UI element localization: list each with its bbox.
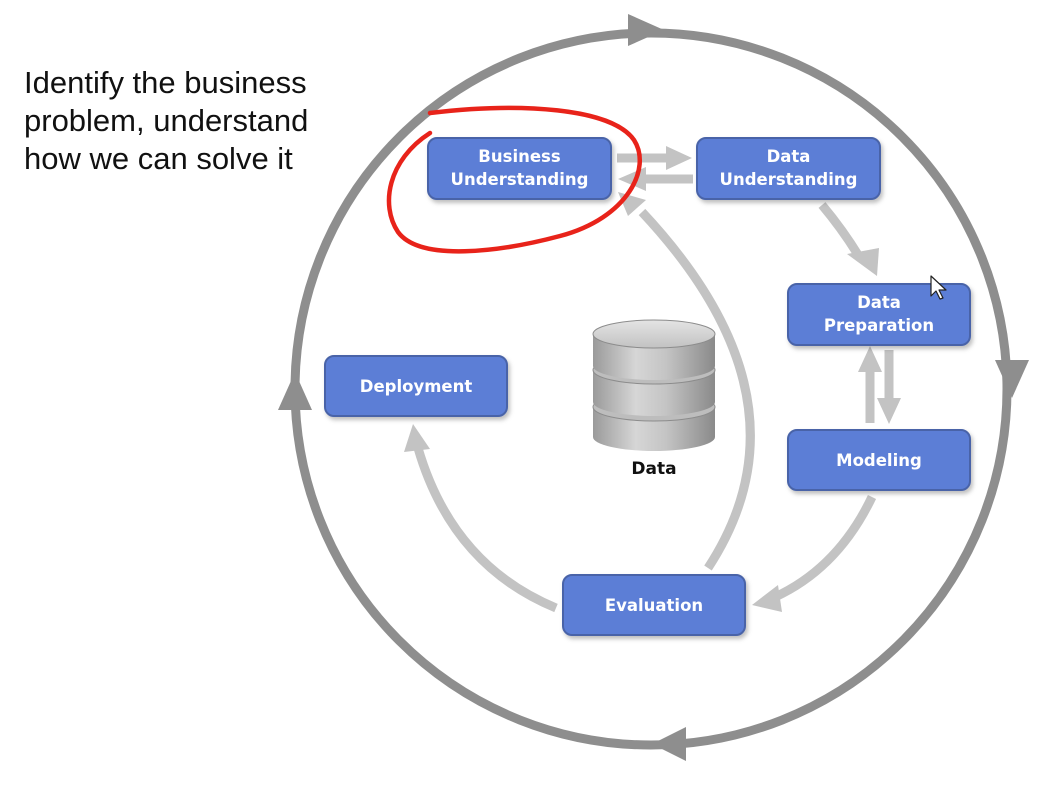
mouse-cursor-icon	[930, 275, 947, 300]
inner-arrows	[413, 153, 894, 613]
phase-box	[562, 574, 746, 636]
outer-cycle	[278, 14, 1029, 761]
phase-label: Deployment	[360, 377, 473, 396]
phase-box	[787, 429, 971, 491]
arrowhead-mod-to-dp	[858, 346, 882, 372]
arrowhead-mod-to-eval	[752, 585, 782, 612]
arrow-mod-to-eval	[773, 495, 877, 602]
phase-data-preparation: Data Preparation	[787, 283, 971, 346]
arrowhead-du-to-dp	[847, 248, 879, 276]
phase-business-understanding: Business Understanding	[427, 137, 612, 200]
annotation-line-2: problem, understand	[24, 103, 309, 138]
phase-box	[787, 283, 971, 346]
outer-arrow-bottom	[652, 727, 686, 761]
phase-data-understanding: Data Understanding	[696, 137, 881, 200]
phase-box	[324, 355, 508, 417]
outer-arrow-left	[278, 372, 312, 410]
phase-label: Modeling	[836, 451, 922, 470]
phase-label-line-2: Understanding	[451, 170, 589, 189]
arrow-eval-to-bu	[638, 208, 755, 571]
phase-box	[696, 137, 881, 200]
phase-label-line-2: Understanding	[720, 170, 858, 189]
arrow-du-to-dp	[818, 202, 864, 261]
arrowhead-eval-to-dep	[404, 424, 430, 452]
phase-label-line-1: Business	[478, 147, 561, 166]
database-label: Data	[631, 459, 676, 479]
phase-label-line-2: Preparation	[824, 316, 934, 335]
annotation-line-1: Identify the business	[24, 65, 307, 100]
arrow-eval-to-dep	[413, 446, 558, 613]
outer-arrow-right	[995, 360, 1029, 398]
annotation-line-3: how we can solve it	[24, 141, 293, 176]
phase-label: Evaluation	[605, 596, 703, 615]
database-icon	[592, 319, 716, 451]
highlight-circle	[386, 105, 642, 254]
annotation-text: Identify the business problem, understan…	[24, 64, 364, 178]
outer-arrow-top	[628, 14, 664, 46]
arrowhead-dp-to-mod	[877, 398, 901, 424]
phase-box	[427, 137, 612, 200]
phase-deployment: Deployment	[324, 355, 508, 417]
arrowhead-bu-to-du	[666, 146, 692, 170]
phase-modeling: Modeling	[787, 429, 971, 491]
phase-evaluation: Evaluation	[562, 574, 746, 636]
phase-label-line-1: Data	[767, 147, 811, 166]
phase-label-line-1: Data	[857, 293, 901, 312]
